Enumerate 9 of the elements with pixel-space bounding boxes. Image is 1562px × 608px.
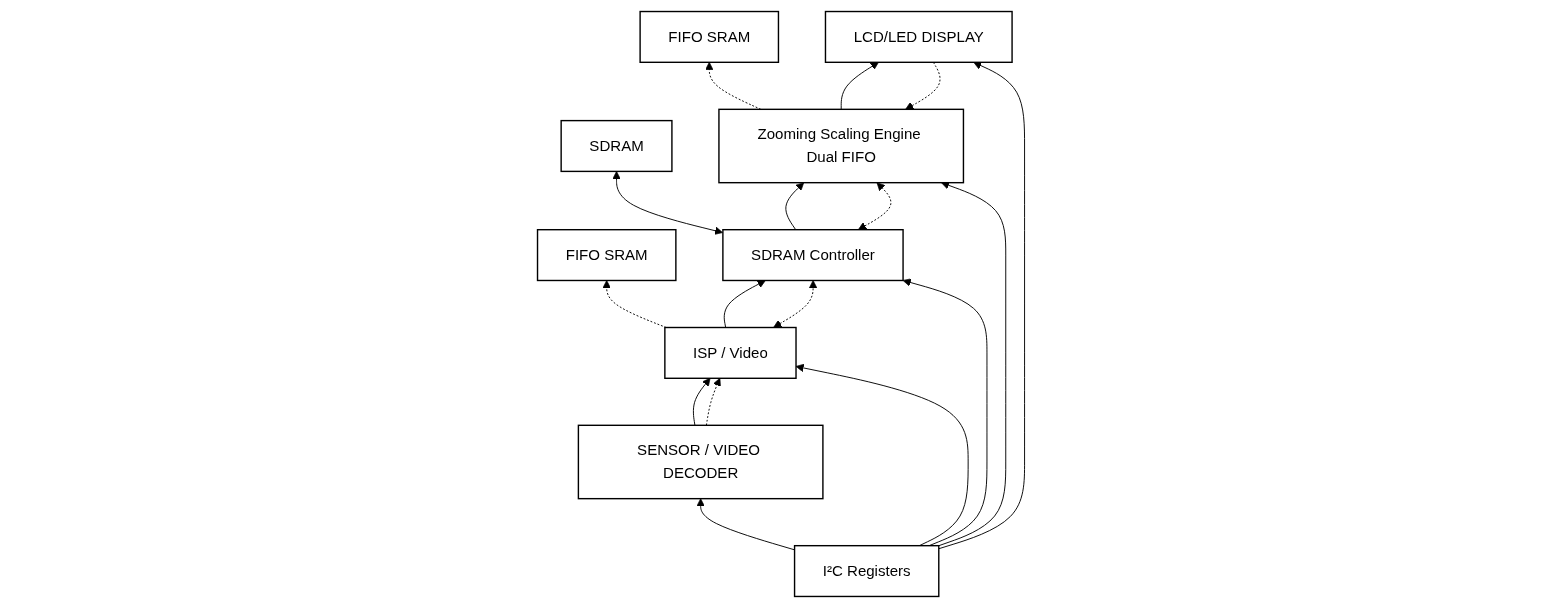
node-box: SDRAM <box>560 119 673 173</box>
node-box: ISP / Video <box>664 326 797 379</box>
node-box: Zooming Scaling Engine Dual FIFO <box>718 108 965 184</box>
node-box: SENSOR / VIDEO DECODER <box>577 424 824 500</box>
node-box: I²C Registers <box>793 544 940 598</box>
node-box: LCD/LED DISPLAY <box>824 10 1013 63</box>
node-box: SDRAM Controller <box>722 229 904 282</box>
node-box: FIFO SRAM <box>536 229 677 282</box>
node-box: FIFO SRAM <box>639 10 780 63</box>
